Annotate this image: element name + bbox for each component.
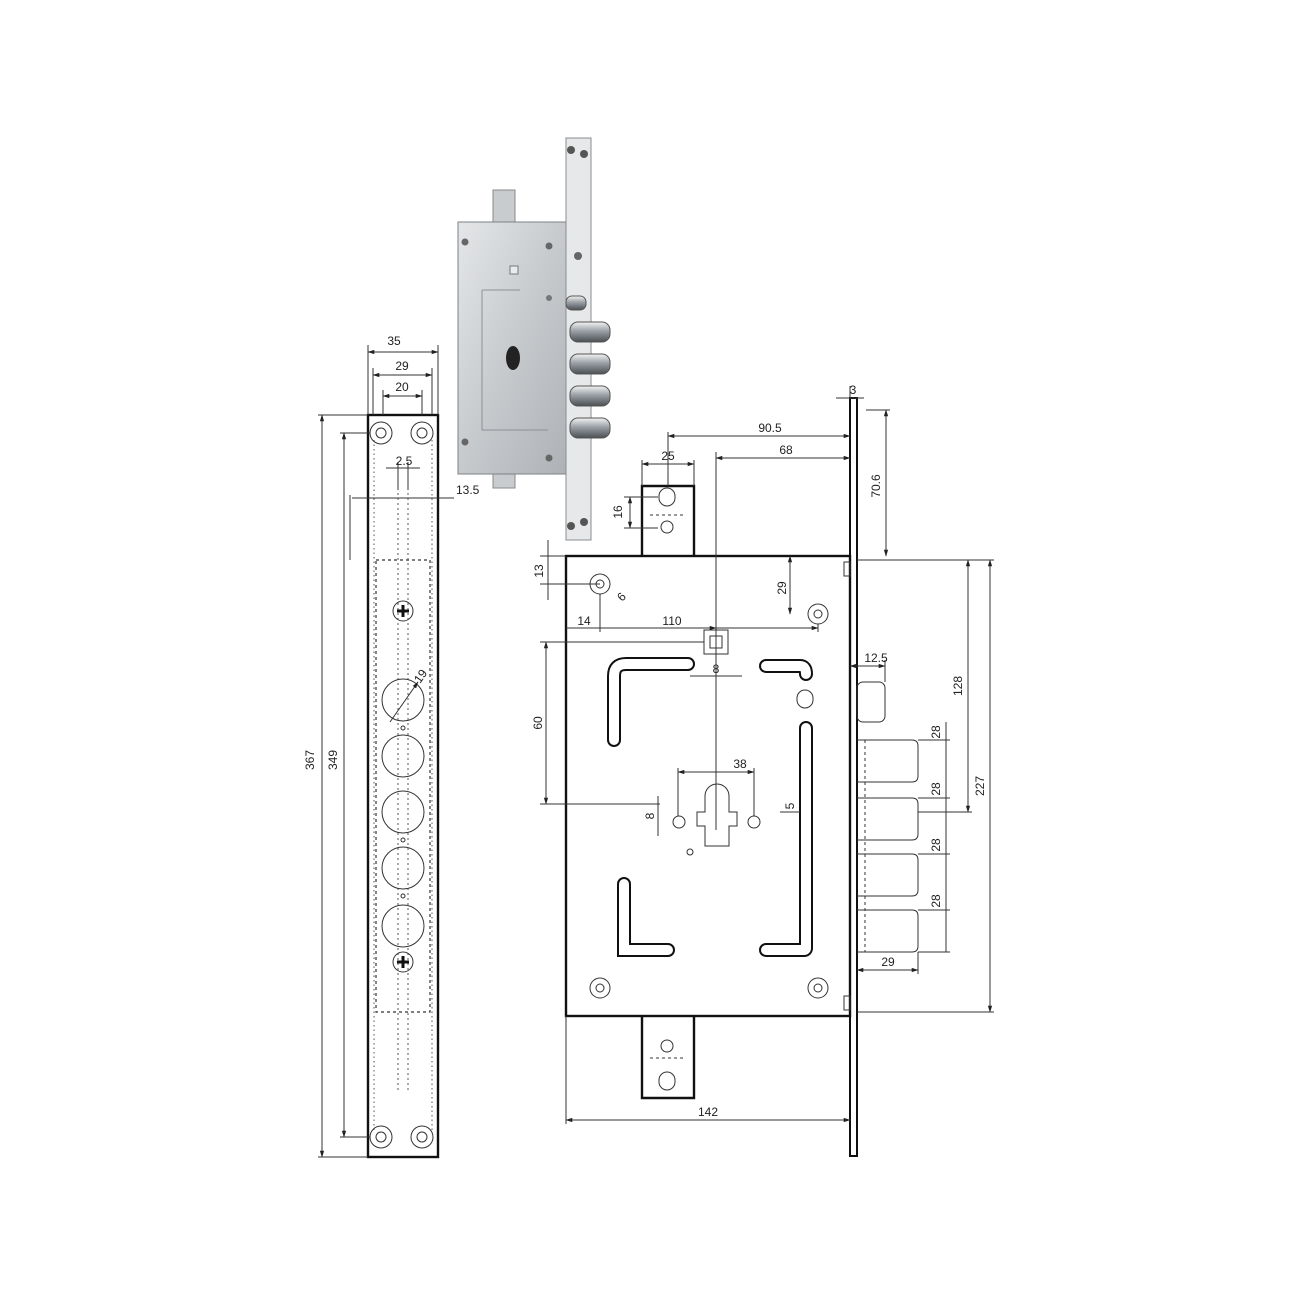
dead-bolts	[856, 681, 919, 953]
dim-38: 38	[733, 757, 747, 771]
dim-29-bolt: 29	[881, 955, 895, 969]
lock-product-render	[457, 137, 611, 541]
dim-14: 14	[577, 614, 591, 628]
dim-28-c: 28	[929, 838, 943, 852]
dim-13: 13	[532, 564, 546, 578]
dim-60: 60	[531, 716, 545, 730]
cylinder-cutout	[696, 783, 738, 847]
dim-13-5: 13.5	[456, 483, 480, 497]
dim-6: 6	[614, 589, 629, 604]
plate-screw-holes-bottom	[369, 1125, 434, 1149]
bottom-tab	[640, 1016, 696, 1100]
dim-28-b: 28	[929, 782, 943, 796]
dim-349: 349	[326, 750, 340, 770]
case-outline	[564, 554, 852, 1018]
dim-29: 29	[395, 359, 409, 373]
dim-28-a: 28	[929, 725, 943, 739]
dim-90-5: 90.5	[758, 421, 782, 435]
dim-16: 16	[611, 505, 625, 519]
dim-25: 25	[661, 449, 675, 463]
front-plate-view: 35 29 20 2.5 13.5 367 349 19	[303, 334, 480, 1159]
plate-bolt-holes	[381, 678, 425, 948]
dim-5: 5	[783, 802, 797, 809]
dim-20: 20	[395, 380, 409, 394]
dim-8-follower: 8	[713, 662, 720, 676]
dim-2-5: 2.5	[396, 454, 413, 468]
dim-28-d: 28	[929, 894, 943, 908]
dim-142: 142	[698, 1105, 718, 1119]
dim-110: 110	[662, 614, 681, 628]
lock-body-view: 3 90.5 68 25 16 70.6 13 6 29 14 110 8 12…	[531, 383, 994, 1157]
front-plate-outline	[366, 413, 440, 1159]
dim-29-top: 29	[775, 581, 789, 595]
dim-19: 19	[411, 666, 430, 685]
plate-screw-bottom-icon	[392, 951, 414, 973]
dim-128: 128	[951, 676, 965, 696]
dim-70-6: 70.6	[869, 474, 883, 498]
dim-367: 367	[303, 750, 317, 770]
dim-3: 3	[850, 383, 857, 397]
dim-12-5: 12.5	[864, 651, 888, 665]
dim-35: 35	[387, 334, 401, 348]
plate-screw-holes-top	[369, 421, 434, 445]
dim-8-cyl: 8	[643, 812, 657, 819]
plate-screw-top-icon	[392, 600, 414, 622]
dim-68: 68	[779, 443, 793, 457]
dim-227: 227	[973, 776, 987, 796]
